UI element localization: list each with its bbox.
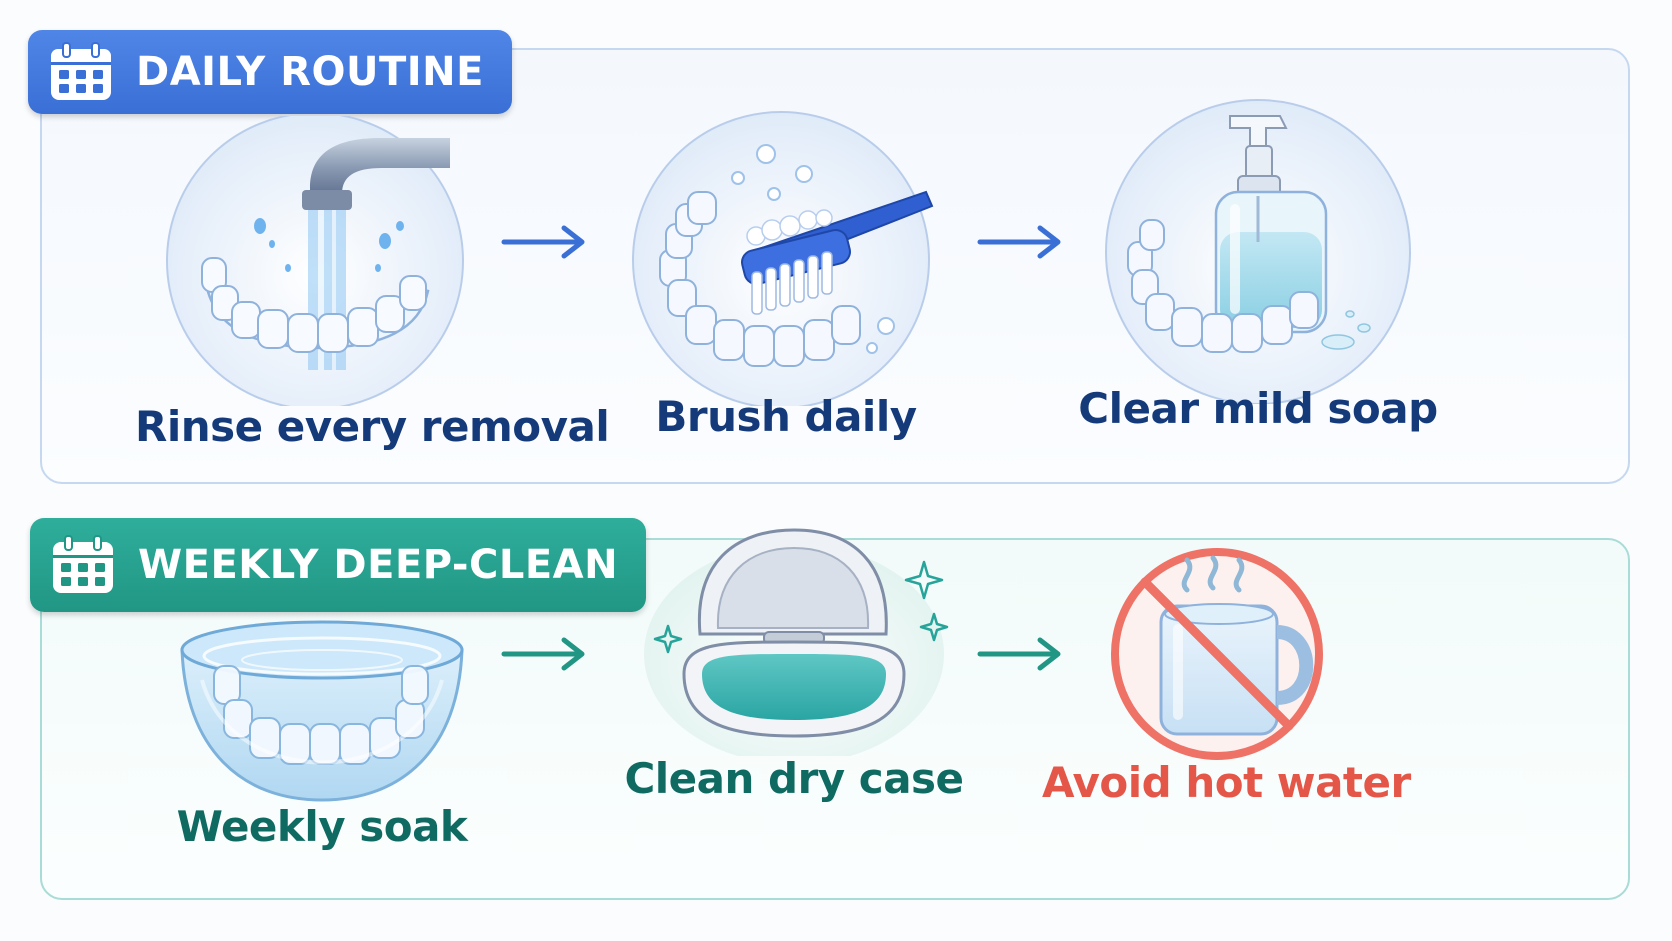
- arrow-right-icon: [977, 637, 1061, 671]
- weekly-deep-clean-badge: WEEKLY DEEP-CLEAN: [30, 518, 647, 612]
- no-hot-water-icon: [1111, 548, 1323, 760]
- daily-routine-badge: DAILY ROUTINE: [28, 30, 512, 114]
- step-case: Clean dry case: [614, 524, 974, 803]
- arrow-right-icon: [501, 637, 585, 671]
- step-soak: Weekly soak: [142, 610, 502, 851]
- step-label-case: Clean dry case: [624, 754, 964, 803]
- step-label-brush: Brush daily: [655, 392, 917, 441]
- step-label-no-hot-water: Avoid hot water: [1042, 758, 1411, 807]
- toothbrush-icon: [632, 111, 934, 406]
- arrow-right-icon: [977, 225, 1061, 259]
- step-brush: Brush daily: [606, 100, 966, 441]
- arrow-right-icon: [501, 225, 585, 259]
- step-label-soap: Clear mild soap: [1078, 384, 1438, 433]
- step-label-rinse: Rinse every removal: [135, 402, 610, 451]
- faucet-rinse-icon: [166, 116, 464, 406]
- aligner-case-icon: [644, 528, 949, 756]
- step-label-soak: Weekly soak: [176, 802, 468, 851]
- soap-dispenser-icon: [1105, 99, 1411, 404]
- step-rinse: Rinse every removal: [135, 116, 610, 451]
- calendar-icon: [51, 42, 111, 100]
- step-no-hot-water: Avoid hot water: [1042, 548, 1411, 807]
- soak-bowl-icon: [180, 620, 464, 802]
- step-soap: Clear mild soap: [1078, 92, 1438, 433]
- weekly-deep-clean-title: WEEKLY DEEP-CLEAN: [138, 542, 619, 588]
- daily-routine-title: DAILY ROUTINE: [136, 49, 484, 95]
- calendar-icon: [53, 535, 113, 593]
